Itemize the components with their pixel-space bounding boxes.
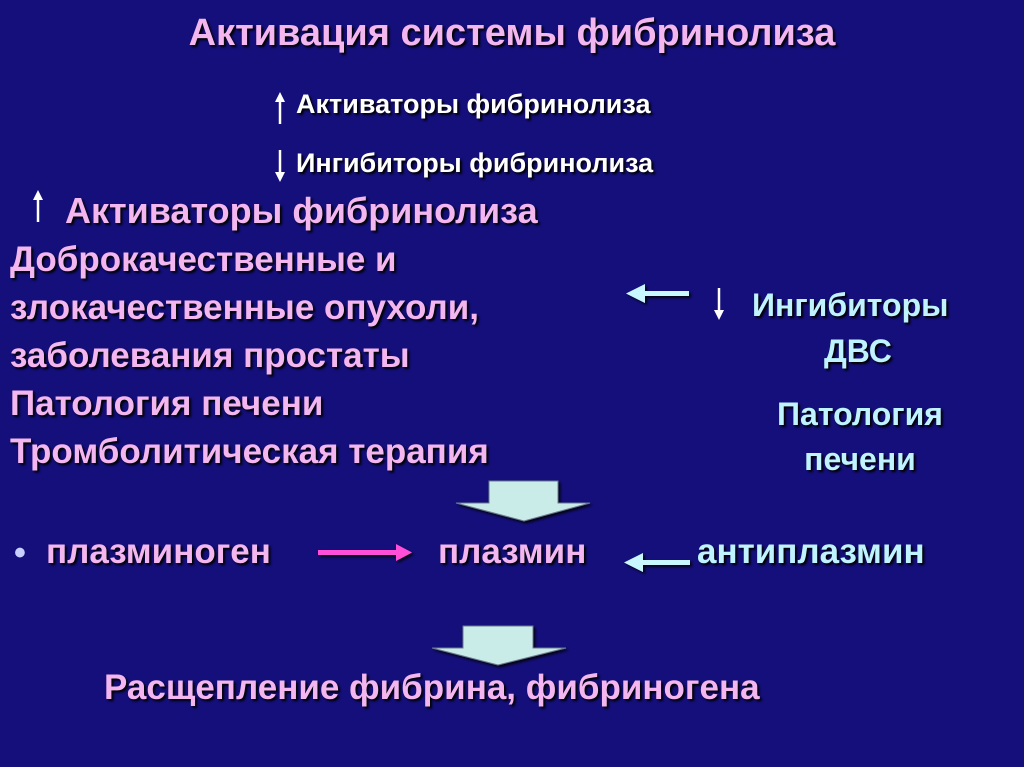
slide-title: Активация системы фибринолиза [188, 12, 836, 54]
activators-up-arrow-icon [33, 190, 43, 222]
inhibitors-cause-line: печени [804, 441, 916, 477]
inhibitors-cause-line: Патология [777, 396, 943, 432]
inhibitors-cause-label: Патология печени [748, 392, 972, 482]
inhibitors-title-line: ДВС [824, 333, 892, 369]
right-arrow-icon [318, 544, 412, 561]
legend-activators-label: Активаторы фибринолиза [296, 89, 651, 119]
bullet: • [14, 534, 26, 572]
cause-line: Доброкачественные и [10, 240, 397, 279]
result-label: Расщепление фибрина, фибриногена [104, 668, 760, 707]
legend-inhibitors-label: Ингибиторы фибринолиза [296, 148, 654, 178]
inhibitors-dic-label: Ингибиторы ДВС [752, 282, 978, 374]
block-down-arrow-icon [431, 625, 567, 666]
block-down-arrow-icon [455, 480, 591, 522]
cause-line: злокачественные опухоли, [10, 288, 479, 327]
inhibitors-title-line: Ингибиторы [752, 287, 949, 323]
plasminogen-label: плазминоген [46, 532, 271, 571]
inhibitors-down-arrow-icon [714, 288, 724, 320]
antiplasmin-label: антиплазмин [697, 532, 925, 571]
activators-heading: Активаторы фибринолиза [65, 190, 538, 231]
plasmin-label: плазмин [438, 532, 587, 571]
cause-line: заболевания простаты [10, 336, 410, 375]
legend-down-arrow-icon [275, 150, 285, 182]
legend-up-arrow-icon [275, 92, 285, 124]
left-arrow-icon [626, 284, 689, 303]
cause-line: Тромболитическая терапия [10, 432, 489, 471]
inhibit-arrow-icon [624, 553, 690, 572]
cause-line: Патология печени [10, 384, 324, 423]
